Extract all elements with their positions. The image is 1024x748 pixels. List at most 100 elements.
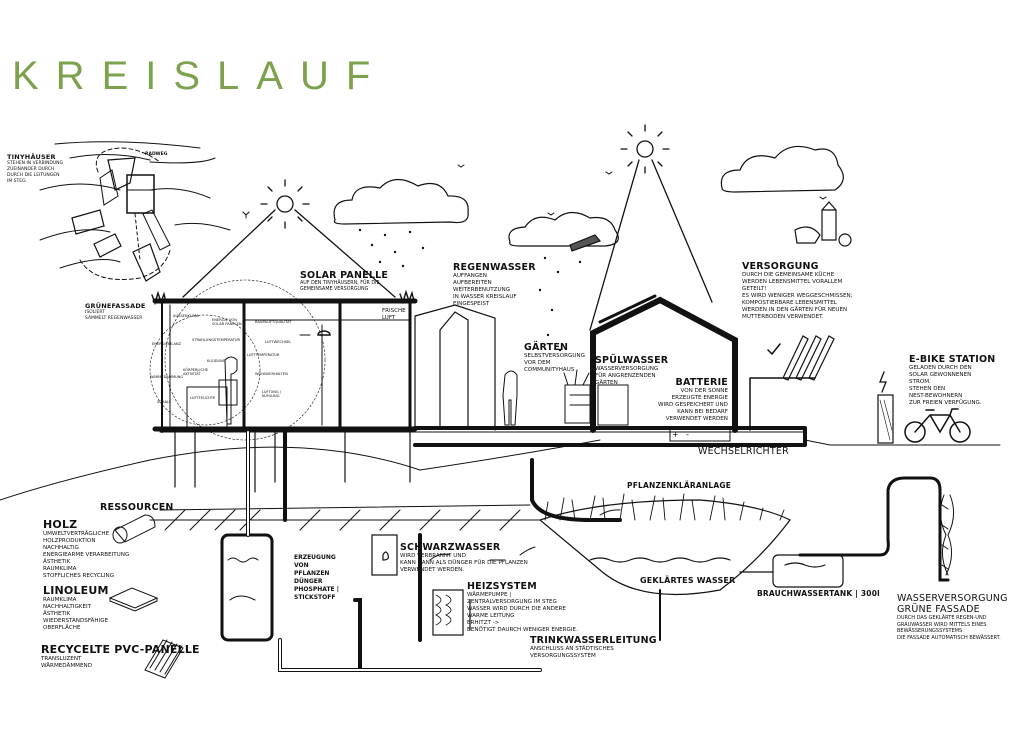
house-label: LUFTWECHSEL xyxy=(265,340,292,344)
ebike-label: E-BIKE STATION GELADEN DURCH DEN SOLAR G… xyxy=(909,354,995,407)
spuelwasser-label: SPÜLWASSER WASSERVERSORGUNG FÜR ANGRENZE… xyxy=(595,355,668,387)
text-line: MUTTERBODEN VERWENDET. xyxy=(742,314,824,320)
text-line: LUFT xyxy=(382,315,396,321)
site-plan-sketch xyxy=(39,141,231,282)
terrain xyxy=(0,446,541,531)
glass-house xyxy=(414,304,496,431)
text-line: ÄSTHETIK xyxy=(43,559,71,565)
label-title: HOLZ xyxy=(43,518,78,531)
label-title: WASSERVERSORGUNG xyxy=(897,593,1008,604)
label-title: GRÜNE FASSADE xyxy=(897,604,980,615)
ressourcen-title: RESSOURCEN xyxy=(100,502,174,513)
house-label: LUFTFEUCHTE xyxy=(190,396,216,400)
roof-plants xyxy=(151,289,415,306)
food-items xyxy=(794,201,852,247)
text-line: GÄRTEN xyxy=(595,380,618,386)
text-line: VERSORGUNGSSYSTEM xyxy=(530,653,596,659)
text-line: VOR DEM xyxy=(524,360,551,366)
house-label: WÄRMEDÄMMUNG xyxy=(150,375,184,379)
text-line: PHOSPHATE | xyxy=(294,586,339,593)
text-line: STEHEN IN VERBINDUNG xyxy=(7,161,64,166)
regenwasser-label: REGENWASSER AUFFANGEN AUFBEREITEN WEITER… xyxy=(453,262,536,308)
label-title: REGENWASSER xyxy=(453,262,536,273)
text-line: GEMEINSAME VERSORGUNG xyxy=(300,287,369,292)
text-line: ES WIRD WENIGER WEGGESCHMISSEN; xyxy=(742,293,853,299)
label-title: E-BIKE STATION xyxy=(909,354,996,365)
text-line: ISOLIERT xyxy=(85,310,105,315)
text-line: VON xyxy=(294,562,309,569)
house-label: KÖRPERLICHE AKTIVITÄT xyxy=(183,368,208,376)
text-line: RAUMKLIMA xyxy=(43,597,77,603)
label-title: LINOLEUM xyxy=(43,584,109,597)
sun-icon xyxy=(589,124,713,331)
text-line: NACHHALTIGKEIT xyxy=(43,604,92,610)
house-label: AUSSENKLIMA xyxy=(173,314,199,318)
text-line: VON DER SONNE xyxy=(680,388,728,394)
linoleum-label: LINOLEUM RAUMKLIMA NACHHALTIGKEIT ÄSTHET… xyxy=(43,584,109,632)
batterie-label: BATTERIE VON DER SONNE ERZEUGTE ENERGIE … xyxy=(650,377,728,423)
gaerten-label: GÄRTEN SELBSTVERSORGUNG VOR DEM COMMUNIT… xyxy=(524,342,585,374)
text-line: WEITERBENUTZUNG xyxy=(453,287,511,293)
text-line: STICKSTOFF xyxy=(294,594,336,601)
house-label: SCHALL xyxy=(157,400,171,404)
schwarzwasser-box xyxy=(371,534,398,576)
text-line: NACHHALTIG xyxy=(43,545,79,551)
text-line: KANN BEI BEDARF xyxy=(677,409,728,415)
text-line: GETEILT! xyxy=(742,286,767,292)
wasserversorgung-label: WASSERVERSORGUNG GRÜNE FASSADE DURCH DAS… xyxy=(897,593,1008,641)
text-line: BEWÄSSERUNGSSYSTEMS xyxy=(897,628,963,634)
erzeugung-label: ERZEUGUNG VON PFLANZEN DÜNGER PHOSPHATE … xyxy=(294,554,339,602)
text-line: WERDEN LEBENSMITTEL VORALLEM xyxy=(742,279,843,285)
house-label: WOHNVERHALTEN xyxy=(255,372,288,376)
text-line: ÄSTHETIK xyxy=(43,611,71,617)
tinyhaeuser-title: TINYHÄUSER xyxy=(7,153,56,161)
heizsystem-label: HEIZSYSTEM WÄRMEPUMPE | ZENTRALVERSORGUN… xyxy=(467,581,578,634)
text-line: AUFFANGEN xyxy=(453,273,487,279)
text-line: OBERFLÄCHE xyxy=(43,625,81,631)
text-line: WASSER WIRD DURCH DIE ANDERE xyxy=(467,606,566,612)
bird-icons xyxy=(242,164,827,219)
label-title: GRÜNEFASSADE xyxy=(85,302,146,310)
text-line: WÄRMEPUMPE | xyxy=(467,592,512,598)
label-title: HEIZSYSTEM xyxy=(467,581,537,592)
rain-drops xyxy=(358,228,582,352)
text-line: DURCH DIE LEITUNGEN xyxy=(7,173,60,178)
text-line: FRISCHE xyxy=(382,308,406,314)
schwarzwasser-label: SCHWARZWASSER WIRD VERBRANNT UND KANN DA… xyxy=(400,542,528,574)
text-line: VERWENDET WERDEN. xyxy=(400,567,465,573)
text-line: ERHITZT -> xyxy=(467,620,500,626)
gruenfassade-label: GRÜNEFASSADE ISOLIERT SAMMELT REGENWASSE… xyxy=(85,302,146,322)
linoleum-icon xyxy=(108,587,159,612)
text-line: ZUR FREIEN VERFÜGUNG. xyxy=(909,400,982,406)
text-line: VERWENDET WERDEN xyxy=(665,416,728,422)
page-title: KREISLAUF xyxy=(12,54,388,98)
arrows xyxy=(429,509,621,561)
house-label: RAUMLUFTQUALITÄT xyxy=(255,320,292,324)
text-line: COMMUNITYHAUS xyxy=(524,367,575,373)
label-title: SCHWARZWASSER xyxy=(400,542,501,553)
holz-label: HOLZ UMWELTVERTRÄGLICHE HOLZPRODUKTION N… xyxy=(43,518,129,580)
text-line: WIRD GESPEICHERT UND xyxy=(657,402,728,408)
person-figure xyxy=(502,370,518,426)
text-line: AUFBEREITEN xyxy=(453,280,492,286)
garden-bed xyxy=(563,369,591,424)
text-line: KANN DANN ALS DÜNGER FÜR DIE PFLANZEN xyxy=(400,560,528,566)
text-line: ERZEUGTE ENERGIE xyxy=(671,395,728,401)
text-line: IM STEG. xyxy=(7,179,28,184)
text-line: ZUEINANDER DURCH xyxy=(7,167,55,172)
pflanzenklaeranlage-label: PFLANZENKLÄRANLAGE xyxy=(627,481,732,490)
house-label: LUFTTEMPERATUR xyxy=(247,353,280,357)
platform-steg xyxy=(159,426,1001,471)
label-title: SOLAR PANELLE xyxy=(300,270,389,281)
trinkwasser-label: TRINKWASSERLEITUNG ANSCHLUSS AN STÄDTISC… xyxy=(530,635,657,660)
text-line: ZENTRALVERSORGUNG IM STEG xyxy=(467,599,557,605)
solar-label: SOLAR PANELLE AUF DEN TINYHÄUSERN, FÜR D… xyxy=(300,270,388,293)
log-icon xyxy=(112,514,156,544)
text-line: STROM. xyxy=(909,379,931,385)
text-line: ENERGIEARME VERARBEITUNG xyxy=(43,552,130,558)
frische-luft-label: FRISCHE LUFT xyxy=(382,308,406,322)
bicycle-icon xyxy=(904,408,971,443)
text-line: PFLANZEN xyxy=(294,570,330,577)
